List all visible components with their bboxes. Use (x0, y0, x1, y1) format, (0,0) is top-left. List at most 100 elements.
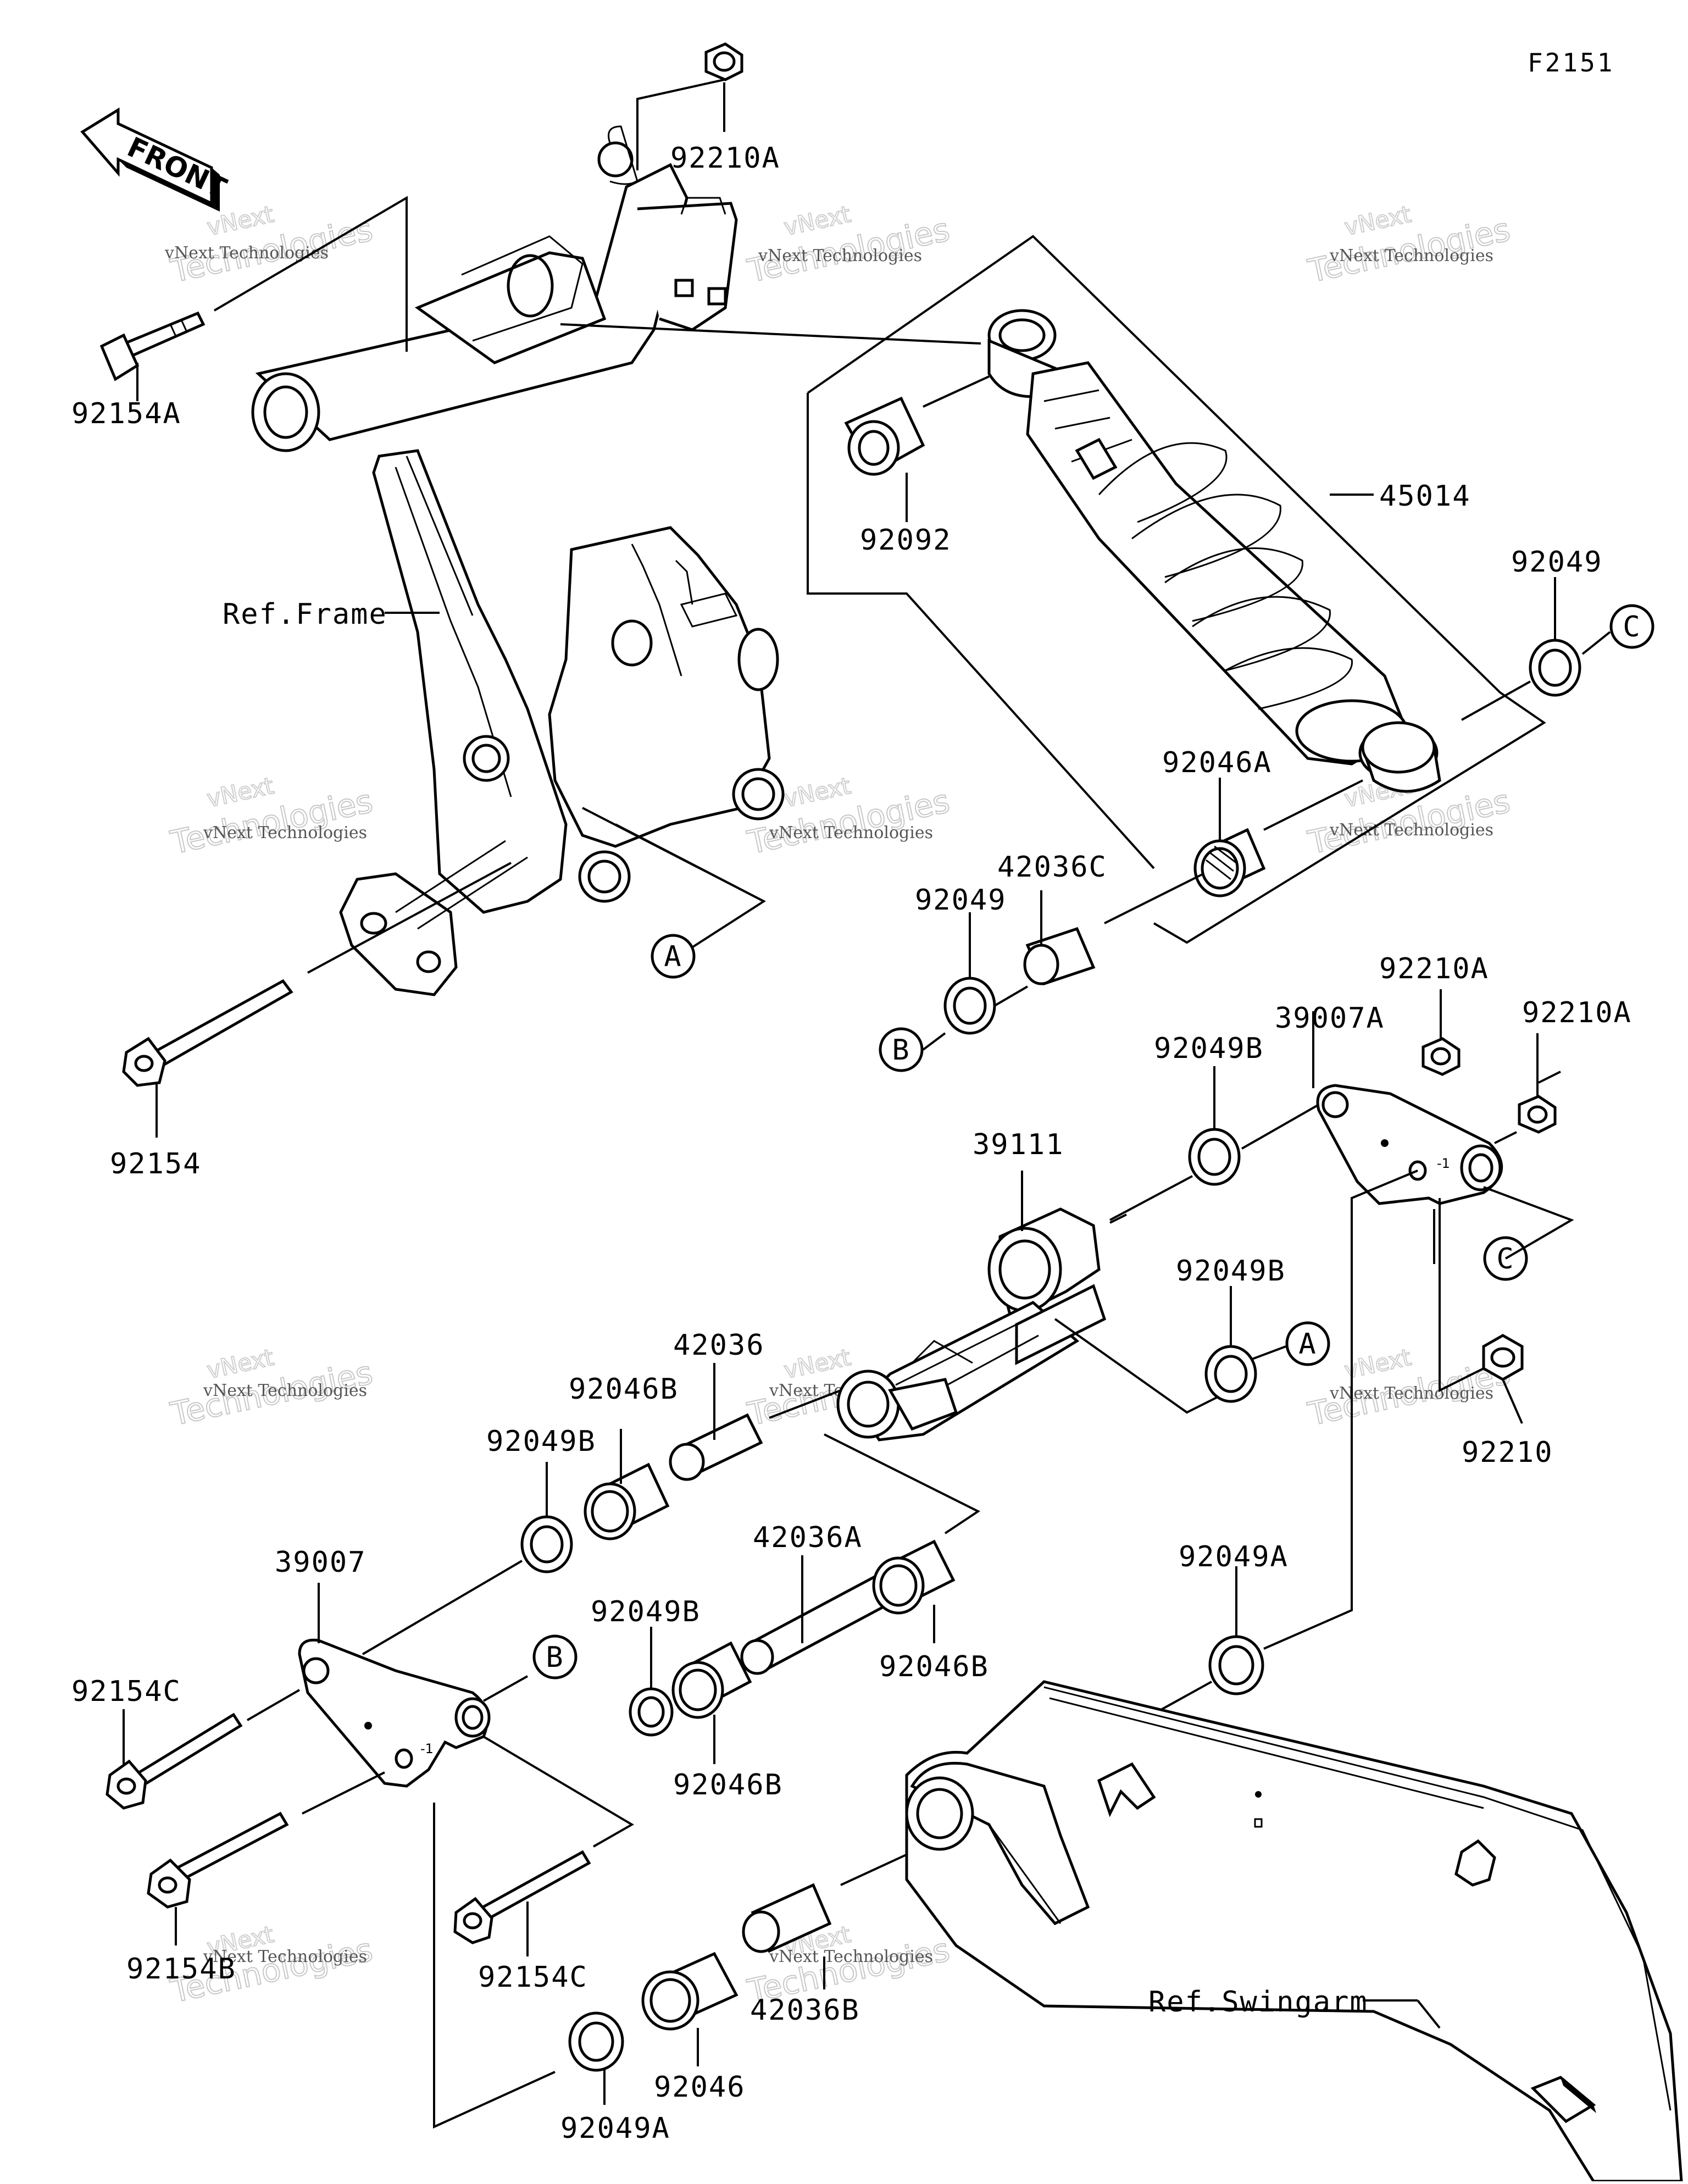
leader-line (923, 375, 990, 408)
part-label-42036: 42036 (673, 1329, 765, 1362)
leader-line (1263, 779, 1363, 831)
ref-label-swingarm: Ref.Swingarm (1148, 1986, 1368, 2019)
leader-line (1461, 680, 1531, 721)
watermark-text: vNext Technologies (1329, 821, 1493, 840)
leader-line (482, 1736, 634, 1848)
swingarm-illustration (905, 1680, 1683, 2183)
leader-line (302, 1771, 385, 1815)
leader-line (615, 823, 764, 902)
part-label-92049-left: 92049 (915, 884, 1007, 917)
washer-92049B-left (520, 1515, 573, 1573)
callout-letter: C (1496, 1243, 1514, 1276)
part-label-92154B: 92154B (126, 1953, 236, 1986)
figure-code: F2151 (1528, 48, 1614, 77)
collar-42036 (669, 1413, 763, 1481)
nut-92210A-right (1518, 1095, 1557, 1134)
callout-letter: A (1298, 1328, 1317, 1361)
leader-line (824, 1433, 980, 1534)
needle-bearing-92046A (1193, 828, 1266, 897)
part-label-92154A: 92154A (71, 397, 181, 430)
leader-line (1483, 1186, 1574, 1260)
leader-line (483, 1675, 528, 1702)
part-label-39007A: 39007A (1275, 1002, 1385, 1035)
part-label-92210A-right: 92210A (1522, 996, 1632, 1029)
leader-line (560, 323, 981, 345)
watermark-text: vNext Technologies (203, 1947, 367, 1966)
nut-92210 (1482, 1334, 1524, 1381)
leader-line (1494, 1131, 1517, 1144)
washer-92049B-low (629, 1687, 674, 1737)
leader-line (1417, 1999, 1441, 2029)
leader-line (636, 79, 725, 170)
part-label-92049-right: 92049 (1511, 546, 1603, 579)
tie-rod-39007: -1 (298, 1638, 491, 1788)
callout-letter: A (664, 940, 682, 973)
leader-line (922, 1032, 946, 1051)
leader-line (213, 196, 408, 352)
part-label-92046B-right: 92046B (879, 1650, 989, 1683)
watermark-text: vNext Technologies (164, 243, 329, 263)
callout-letter: B (546, 1641, 564, 1674)
frame-illustration (251, 125, 785, 996)
needle-bearing-92046B-right (872, 1539, 956, 1615)
part-label-92046A: 92046A (1162, 746, 1272, 779)
leader-line (1538, 1071, 1561, 1084)
part-label-92049A-low: 92049A (560, 2112, 670, 2145)
ref-label-frame: Ref.Frame (223, 598, 387, 631)
leader-line (993, 985, 1029, 1007)
callout-c-shock: C (1609, 604, 1654, 649)
leader-line (246, 1689, 301, 1721)
callout-b-lower: B (532, 1634, 578, 1679)
washer-92049B-mid (1204, 1345, 1257, 1403)
rocker-arm-39111 (836, 1207, 1107, 1442)
part-label-92154C-left: 92154C (71, 1675, 181, 1708)
leader-line (307, 862, 512, 974)
leader-line (769, 1389, 841, 1419)
part-label-92154C-low: 92154C (478, 1961, 588, 1994)
watermark-text: vNext Technologies (758, 246, 922, 265)
part-label-39007: 39007 (275, 1546, 367, 1579)
part-label-92154: 92154 (110, 1148, 202, 1180)
part-label-42036C: 42036C (997, 851, 1107, 884)
part-label-92049B-mid: 92049B (1176, 1255, 1286, 1288)
bushing-92092 (844, 396, 925, 476)
watermark-text: vNext Technologies (1329, 246, 1493, 265)
part-label-92210A-mid: 92210A (1379, 952, 1489, 985)
bolt-92154C-low (453, 1850, 591, 1944)
part-label-92049A-right: 92049A (1179, 1540, 1289, 1573)
part-label-92046: 92046 (654, 2071, 746, 2104)
leader-line (840, 1851, 913, 1886)
bolt-92154C-left (106, 1712, 243, 1810)
watermark-text: vNext Technologies (203, 823, 367, 842)
collar-42036C (1023, 927, 1096, 986)
leader-line (1502, 1379, 1523, 1424)
callout-a-frame: A (651, 934, 696, 979)
callout-b-upper: B (879, 1027, 924, 1072)
leader-line (1439, 1198, 1484, 1393)
washer-92049A-right (1208, 1635, 1264, 1695)
needle-bearing-92046 (641, 1952, 738, 2031)
leader-line (1054, 1318, 1220, 1414)
watermark-text: vNext Technologies (769, 823, 933, 842)
collar-42036A (740, 1575, 890, 1675)
part-label-92210: 92210 (1462, 1436, 1553, 1469)
washer-92049-left (943, 977, 996, 1035)
svg-text:-1: -1 (420, 1741, 434, 1756)
nut-92210A-top (704, 42, 743, 81)
watermark-text: vNext Technologies (203, 1381, 367, 1400)
nut-92210A-mid (1422, 1037, 1461, 1076)
part-label-92046B-top: 92046B (569, 1373, 679, 1406)
part-label-42036A: 42036A (753, 1521, 863, 1554)
svg-text:-1: -1 (1437, 1156, 1450, 1171)
part-label-92049B-left: 92049B (486, 1425, 596, 1458)
bolt-92154B (147, 1811, 289, 1909)
bolt-92154A (99, 311, 206, 381)
bolt-92154 (122, 979, 293, 1087)
callout-letter: B (892, 1034, 910, 1067)
front-arrow-icon: FRONT (80, 107, 231, 212)
callout-a-link: A (1285, 1321, 1330, 1366)
needle-bearing-92046B-top (584, 1462, 670, 1540)
leader-line (1581, 631, 1611, 655)
part-label-42036B: 42036B (750, 1994, 860, 2027)
